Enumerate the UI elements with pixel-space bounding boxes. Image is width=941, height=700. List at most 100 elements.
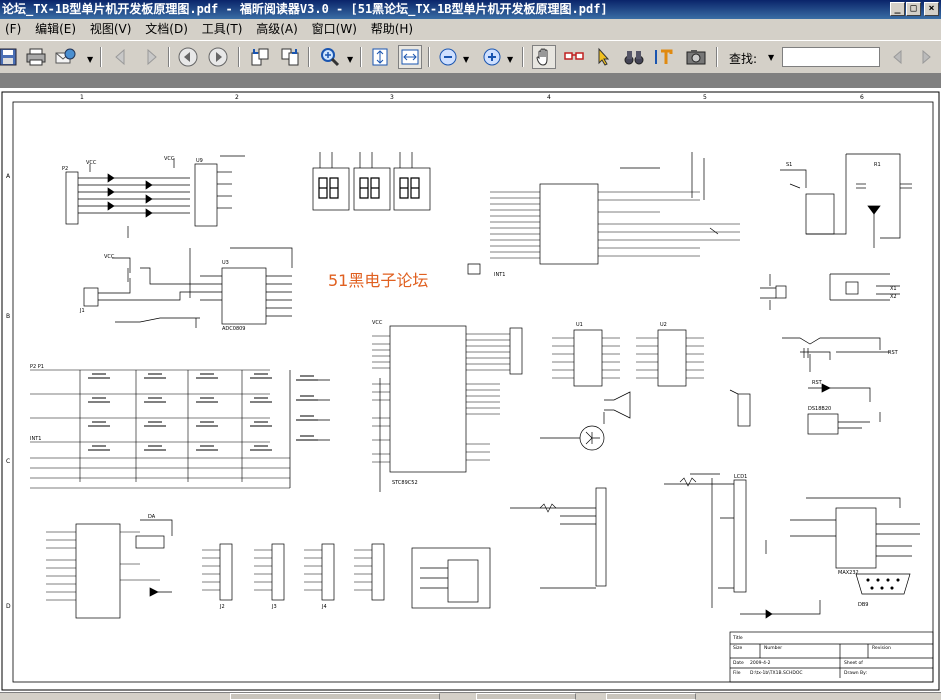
window-title-bar: 论坛_TX-1B型单片机开发板原理图.pdf - 福昕阅读器V3.0 - [51…	[0, 0, 941, 19]
fit-page-button[interactable]	[368, 45, 392, 69]
print-button[interactable]	[24, 45, 48, 69]
adc-block	[83, 247, 293, 328]
select-tool-button[interactable]	[592, 45, 616, 69]
chevron-down-icon[interactable]: ▼	[463, 55, 470, 64]
zoom-in-button[interactable]	[480, 45, 504, 69]
back-circle-icon	[178, 47, 198, 67]
col-number: 3	[390, 94, 394, 101]
header-block	[202, 543, 385, 601]
scrollbar-thumb[interactable]	[230, 693, 440, 700]
label-int1: INT1	[30, 436, 41, 442]
forward-button[interactable]	[206, 45, 230, 69]
label-u3: U3	[222, 260, 229, 266]
drawn-label: Drawn By:	[844, 670, 867, 676]
rotate-clockwise-button[interactable]	[278, 45, 302, 69]
camera-icon	[686, 50, 706, 65]
row-letter: D	[6, 603, 11, 610]
text-select-button[interactable]	[652, 45, 676, 69]
label-vcc: VCC	[164, 156, 175, 162]
label-stc: STC89C52	[392, 480, 418, 486]
chevron-down-icon[interactable]: ▼	[507, 55, 514, 64]
menu-advanced[interactable]: 高级(A)	[256, 22, 298, 36]
revision-label: Revision	[872, 645, 891, 651]
triangle-left-icon	[115, 48, 125, 66]
label-da: DA	[148, 514, 156, 520]
menu-document[interactable]: 文档(D)	[145, 22, 188, 36]
dac-block	[46, 519, 173, 619]
menu-edit[interactable]: 编辑(E)	[35, 22, 77, 36]
menu-window[interactable]: 窗口(W)	[311, 22, 357, 36]
find-input[interactable]	[782, 47, 880, 67]
email-button[interactable]	[54, 45, 78, 69]
label-j2: J2	[219, 604, 225, 610]
label-vcc: VCC	[372, 320, 383, 326]
main-toolbar: ▼ ▼ ▼ ▼	[0, 40, 941, 74]
minus-circle-icon	[439, 48, 457, 66]
close-button[interactable]: ×	[924, 2, 939, 16]
fit-width-button[interactable]	[398, 45, 422, 69]
minimize-button[interactable]: _	[890, 2, 905, 16]
maximize-button[interactable]: □	[906, 2, 921, 16]
col-number: 4	[547, 94, 551, 101]
title-label: Title	[732, 635, 743, 641]
rotate-counterclockwise-button[interactable]	[248, 45, 272, 69]
snapshot-button[interactable]	[562, 45, 586, 69]
previous-page-button[interactable]	[108, 45, 132, 69]
menu-view[interactable]: 视图(V)	[89, 22, 132, 36]
row-letter: A	[6, 173, 11, 180]
sheet-label: Sheet of	[844, 660, 863, 666]
label-u1: U1	[576, 322, 583, 328]
save-button[interactable]	[0, 45, 20, 69]
buzzer-block	[540, 391, 631, 451]
window-title: 论坛_TX-1B型单片机开发板原理图.pdf - 福昕阅读器V3.0 - [51…	[2, 2, 608, 16]
file-label: File	[733, 670, 741, 676]
col-number: 1	[80, 94, 84, 101]
fit-width-icon	[401, 49, 419, 65]
menu-help[interactable]: 帮助(H)	[370, 22, 414, 36]
chevron-down-icon[interactable]: ▼	[768, 53, 775, 62]
number-label: Number	[764, 645, 782, 651]
hand-tool-button[interactable]	[532, 45, 556, 69]
zoom-button[interactable]	[318, 45, 342, 69]
mcu-block	[372, 325, 523, 492]
date-value: 2009-4-2	[750, 660, 771, 666]
menu-file[interactable]: (F)	[5, 22, 22, 36]
pdf-page[interactable]: 1 2 3 4 5 6 A B C D	[0, 88, 941, 694]
find-next-button[interactable]	[914, 45, 938, 69]
document-area[interactable]: 1 2 3 4 5 6 A B C D	[0, 74, 941, 694]
menu-bar: (F) 编辑(E) 视图(V) 文档(D) 工具(T) 高级(A) 窗口(W) …	[0, 19, 941, 39]
horizontal-scrollbar[interactable]	[0, 692, 941, 700]
zoom-out-button[interactable]	[436, 45, 460, 69]
forward-circle-icon	[208, 47, 228, 67]
lcd-connector	[664, 473, 747, 608]
rotate-left-icon	[251, 48, 269, 66]
find-previous-button[interactable]	[886, 45, 910, 69]
connector-block	[729, 389, 881, 435]
label-r1: R1	[874, 162, 881, 168]
row-letter: C	[6, 458, 10, 465]
toolbar-separator	[238, 47, 240, 67]
label-s1: S1	[786, 162, 792, 168]
date-label: Date	[733, 660, 744, 666]
toolbar-separator	[522, 47, 524, 67]
next-page-button[interactable]	[140, 45, 164, 69]
back-button[interactable]	[176, 45, 200, 69]
menu-tools[interactable]: 工具(T)	[201, 22, 243, 36]
label-adc0809: ADC0809	[222, 326, 246, 332]
magnifier-icon	[321, 48, 340, 67]
arrow-cursor-icon	[598, 47, 610, 66]
find-button[interactable]	[622, 45, 646, 69]
hand-icon	[536, 48, 548, 66]
toolbar-separator	[308, 47, 310, 67]
status-panel	[476, 693, 576, 700]
glasses-icon	[564, 52, 584, 60]
col-number: 2	[235, 94, 239, 101]
text-tool-icon	[655, 49, 673, 64]
title-block	[729, 631, 934, 683]
label-u9: U9	[196, 158, 203, 164]
label-lcd: LCD1	[734, 474, 747, 480]
label-vcc: VCC	[86, 160, 97, 166]
chevron-down-icon[interactable]: ▼	[87, 55, 94, 64]
camera-button[interactable]	[684, 45, 708, 69]
chevron-down-icon[interactable]: ▼	[347, 55, 354, 64]
